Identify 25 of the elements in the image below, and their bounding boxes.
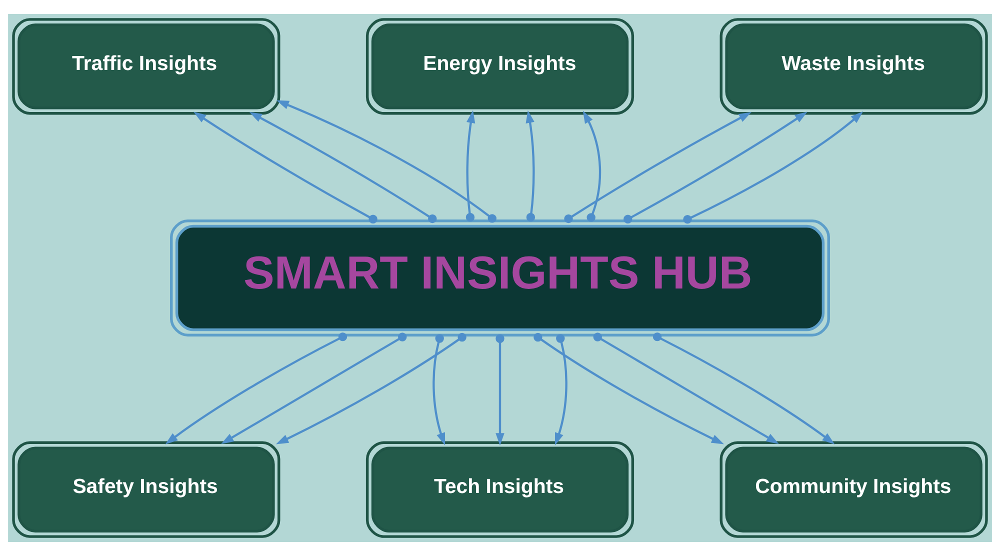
arrow xyxy=(466,110,476,222)
arrow xyxy=(534,332,724,444)
arrow xyxy=(194,112,378,224)
arrow xyxy=(432,334,446,446)
arrow xyxy=(624,112,808,224)
node-box: SMART INSIGHTS HUB xyxy=(170,219,830,337)
node-box: Energy Insights xyxy=(366,18,634,115)
arrow xyxy=(593,332,779,444)
node-box: Community Insights xyxy=(720,441,988,538)
arrow xyxy=(276,332,466,444)
node-box: Tech Insights xyxy=(366,441,634,538)
arrow xyxy=(564,112,752,224)
node-box: Waste Insights xyxy=(720,18,988,115)
arrow xyxy=(683,111,864,224)
node-box: Traffic Insights xyxy=(12,18,280,115)
arrow xyxy=(526,110,536,222)
arrow xyxy=(652,332,835,444)
arrow xyxy=(554,334,568,446)
arrow xyxy=(249,112,437,224)
arrow xyxy=(582,110,602,222)
arrow xyxy=(165,332,348,444)
arrow xyxy=(496,334,504,446)
node-box: Safety Insights xyxy=(12,441,280,538)
arrow xyxy=(276,100,496,223)
arrow xyxy=(221,332,407,444)
